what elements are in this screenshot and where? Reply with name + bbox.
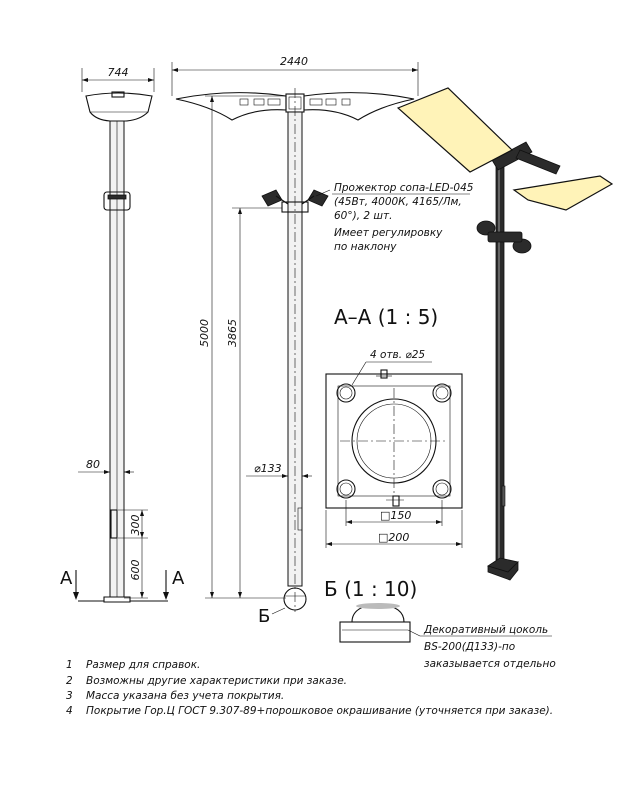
section-mark-right: А [172, 568, 185, 589]
svg-text:4: 4 [66, 705, 73, 717]
dim-pole-dia: ⌀133 [254, 462, 282, 475]
holes-label: 4 отв. ⌀25 [370, 349, 425, 361]
projector-bracket [261, 189, 329, 213]
svg-text:(45Вт, 4000К, 4165/Лм,: (45Вт, 4000К, 4165/Лм, [334, 196, 462, 208]
dim-outer-square: □200 [378, 531, 409, 544]
svg-text:Имеет регулировку: Имеет регулировку [334, 227, 443, 239]
dim-300: 300 [129, 515, 142, 536]
section-b: Б (1 : 10) Декоративный цоколь BS-200(Д1… [324, 577, 556, 670]
dim-600: 600 [129, 560, 142, 581]
dim-744: 744 [108, 66, 129, 79]
decor-note-2: BS-200(Д133)-по [424, 641, 515, 653]
perspective-view [396, 87, 614, 581]
lamp-panel-bottom [512, 175, 614, 211]
svg-text:Прожектор сопа-LED-045: Прожектор сопа-LED-045 [334, 182, 474, 194]
decor-base [339, 621, 411, 643]
section-aa-title: А–А (1 : 5) [334, 305, 438, 329]
dim-80: 80 [86, 458, 100, 471]
section-mark-left: А [60, 568, 73, 589]
svg-text:по наклону: по наклону [334, 241, 397, 253]
detail-b-circle [283, 587, 307, 611]
detail-b-mark: Б [258, 606, 270, 627]
arm-right [303, 92, 415, 121]
lamp-panel-top [396, 87, 514, 173]
mounting-holes [336, 383, 452, 499]
svg-text:3: 3 [66, 690, 73, 702]
svg-text:60°), 2 шт.: 60°), 2 шт. [334, 210, 392, 222]
note-1: Размер для справок. [86, 659, 200, 671]
svg-text:2: 2 [66, 675, 73, 687]
note-3: Масса указана без учета покрытия. [86, 690, 284, 702]
notes-list: 1 Размер для справок. 2 Возможны другие … [66, 659, 553, 717]
arm-left [175, 92, 287, 121]
projector-3d-left-icon [476, 220, 496, 236]
decor-note-1: Декоративный цоколь [423, 624, 548, 636]
section-aa: А–А (1 : 5) 4 отв. ⌀25 □150 [325, 305, 463, 548]
note-2: Возможны другие характеристики при заказ… [86, 675, 347, 687]
front-view: 744 80 300 600 [60, 66, 185, 603]
decor-note-3: заказывается отдельно [424, 658, 556, 670]
dim-3865: 3865 [226, 319, 239, 347]
base-plate [325, 373, 463, 509]
dim-2440: 2440 [280, 55, 308, 68]
bracket-clamp-front [103, 191, 131, 211]
side-view: 2440 5000 3865 [171, 55, 419, 627]
base-front [103, 596, 131, 603]
svg-text:1: 1 [66, 659, 73, 671]
dim-inner-square: □150 [380, 509, 411, 522]
lamp-head-front [85, 92, 153, 122]
dim-5000: 5000 [198, 319, 211, 347]
note-4: Покрытие Гор.Ц ГОСТ 9.307-89+порошковое … [86, 705, 553, 717]
projector-note: Прожектор сопа-LED-045 (45Вт, 4000К, 416… [332, 182, 474, 253]
section-b-title: Б (1 : 10) [324, 577, 417, 601]
service-door [110, 509, 118, 539]
